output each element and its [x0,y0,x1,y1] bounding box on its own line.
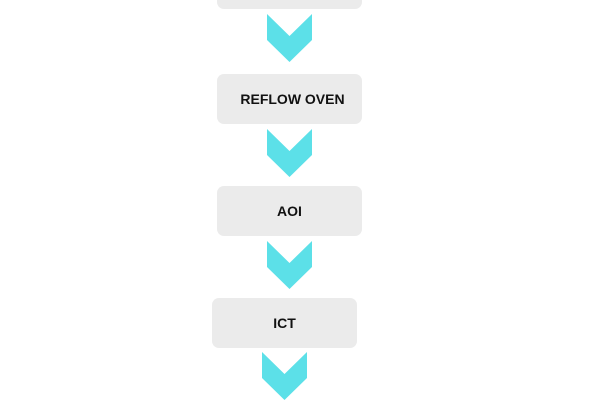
flow-step-aoi: AOI [217,186,362,236]
down-chevron-arrow-icon [262,352,307,400]
flow-step-label: AOI [277,203,302,219]
flow-step-ict: ICT [212,298,357,348]
flow-step-reflow-oven: REFLOW OVEN [217,74,362,124]
down-chevron-arrow-icon [267,14,312,62]
down-chevron-arrow-icon [267,241,312,289]
flow-step-label: ICT [273,315,296,331]
flow-step-label: REFLOW OVEN [240,91,345,107]
flow-step-previous [217,0,362,9]
down-chevron-arrow-icon [267,129,312,177]
